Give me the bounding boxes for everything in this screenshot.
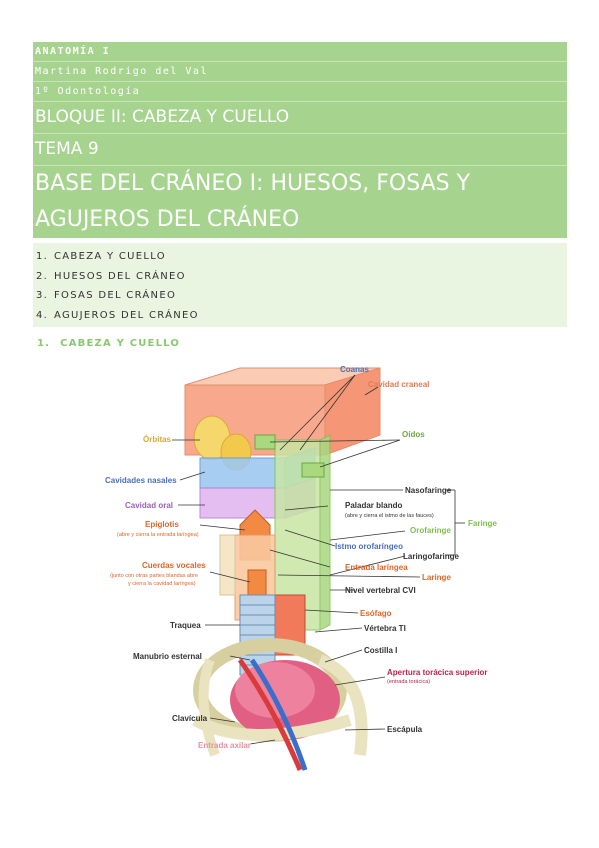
label-clavicula: Clavícula [172,714,208,723]
index-item: 1. CABEZA Y CUELLO [33,247,567,267]
label-orofaringe: Orofaringe [410,526,451,535]
label-cavidades-nasales: Cavidades nasales [105,476,177,485]
index-item: 4. AGUJEROS DEL CRÁNEO [33,306,567,326]
label-esofago: Esófago [360,609,392,618]
label-cuerdas-note-2: y cierra la cavidad laríngea) [128,581,196,587]
label-nivel-vertebral: Nivel vertebral CVI [345,586,416,595]
label-laringe: Laringe [422,573,451,582]
index-label: AGUJEROS DEL CRÁNEO [54,309,199,321]
index-item: 3. FOSAS DEL CRÁNEO [33,286,567,306]
label-paladar-note: (abre y cierra el istmo de las fauces) [345,513,434,519]
trachea-shape [239,594,276,676]
label-escapula: Escápula [387,725,423,734]
label-istmo: Istmo orofaríngeo [335,542,403,551]
label-oidos: Oídos [402,430,425,439]
label-entrada-axilar: Entrada axilar [198,741,251,750]
label-apertura: Apertura torácica superior [387,668,487,677]
title-line-2: AGUJEROS DEL CRÁNEO [35,207,300,232]
artery-shape [237,658,303,771]
label-epiglotis-note: (abre y cierra la entrada laríngea) [117,532,199,538]
index-label: FOSAS DEL CRÁNEO [54,290,177,301]
program-name: 1º Odontología [33,82,567,102]
title-line-1: BASE DEL CRÁNEO I: HUESOS, FOSAS Y [35,171,471,196]
label-cavidad-craneal: Cavidad craneal [368,380,429,389]
label-laringofaringe: Laringofaringe [403,552,460,561]
index-number: 3. [36,290,49,301]
label-epiglotis: Epiglotis [145,520,179,529]
block-heading: BLOQUE II: CABEZA Y CUELLO [33,102,567,134]
index-number: 1. [36,251,49,262]
label-paladar-blando: Paladar blando [345,501,402,510]
label-entrada-laringea: Entrada laríngea [345,563,408,572]
head-neck-diagram: Coanas Cavidad craneal Órbitas Oídos Cav… [105,365,497,771]
label-costilla: Costilla I [364,646,397,655]
label-cuerdas-vocales: Cuerdas vocales [142,561,206,570]
label-coanas: Coanas [340,365,369,374]
document-header: ANATOMÍA I Martina Rodrigo del Val 1º Od… [33,42,567,238]
index-label: CABEZA Y CUELLO [54,251,166,262]
label-nasofaringe: Nasofaringe [405,486,452,495]
thoracic-inlet-shape [192,638,368,757]
course-name: ANATOMÍA I [33,42,567,62]
label-vertebra: Vértebra TI [364,624,406,633]
index-label: HUESOS DEL CRÁNEO [54,270,186,282]
label-faringe: Faringe [468,519,497,528]
label-orbitas: Órbitas [143,435,172,444]
index-item: 2. HUESOS DEL CRÁNEO [33,267,567,287]
label-cuerdas-note-1: (junto con otras partes blandas abre [110,573,198,579]
table-of-contents: 1. CABEZA Y CUELLO 2. HUESOS DEL CRÁNEO 3.… [33,243,567,327]
section-label: CABEZA Y CUELLO [60,338,181,349]
author-name: Martina Rodrigo del Val [33,62,567,82]
section-number: 1. [37,338,51,349]
label-apertura-note: (entrada torácica) [387,679,430,685]
leader-lines [172,374,465,745]
index-number: 4. [36,309,49,321]
label-manubrio: Manubrio esternal [133,652,202,661]
section-heading: 1. CABEZA Y CUELLO [37,338,180,349]
label-cavidad-oral: Cavidad oral [125,501,173,510]
index-number: 2. [36,270,49,282]
topic-heading: TEMA 9 [33,134,567,166]
label-traquea: Traquea [170,621,201,630]
vein-shape [249,658,308,771]
